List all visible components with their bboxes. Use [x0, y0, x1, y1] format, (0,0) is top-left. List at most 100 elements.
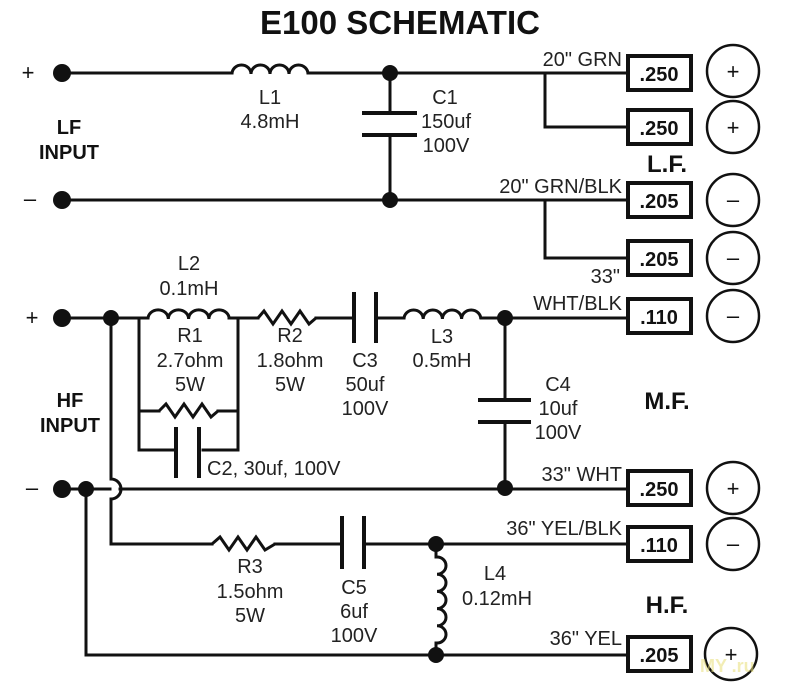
hf-section: R3 1.5ohm 5W C5 6uf 100V L4 0.12mH H.F.	[84, 487, 689, 663]
wire-crossover-hop	[109, 316, 214, 546]
lf-minus-branch	[543, 198, 629, 260]
terminal-size: .205	[640, 645, 679, 667]
polarity-sign: –	[727, 187, 740, 212]
polarity-plus-icon	[703, 626, 759, 682]
terminal-size: .205	[640, 249, 679, 271]
polarity-sign: +	[727, 115, 740, 140]
hf-section-label: H.F.	[646, 592, 689, 619]
c2-label: C2, 30uf, 100V	[207, 458, 341, 480]
terminal-box	[626, 181, 693, 219]
mf-section: + – HF INPUT L2 0.1mH R1 2.7ohm 5W C2, 3…	[26, 253, 690, 546]
polarity-sign: +	[725, 642, 738, 667]
l2-value: 0.1mH	[160, 278, 219, 300]
l4-top-node	[428, 536, 444, 552]
c4-rating: 100V	[535, 422, 582, 444]
r2-rating: 5W	[275, 374, 305, 396]
mf-section-label: M.F.	[644, 388, 689, 415]
l4-bottom-node	[428, 647, 444, 663]
output-terminals: 20" GRN .250 + .250 + 20" GRN/BLK .205 –…	[499, 43, 761, 682]
terminal-box	[626, 525, 693, 563]
terminal-box	[626, 108, 693, 146]
watermark: MY .ru	[700, 656, 755, 676]
l4-inductor-icon	[436, 555, 448, 645]
r1-resistor-icon	[157, 401, 219, 420]
terminal-box	[626, 469, 693, 507]
c2-capacitor-icon	[174, 427, 201, 478]
r3-resistor-icon	[211, 534, 276, 553]
l2-name: L2	[178, 253, 200, 275]
page-title: E100 SCHEMATIC	[260, 4, 540, 41]
l3-value: 0.5mH	[413, 350, 472, 372]
r1-value: 2.7ohm	[157, 350, 224, 372]
lf-input-label-1: LF	[57, 117, 81, 139]
c3-value: 50uf	[346, 374, 385, 396]
c3-name: C3	[352, 350, 378, 372]
terminal-size: .250	[640, 64, 679, 86]
c1-value: 150uf	[421, 111, 471, 133]
polarity-minus-icon	[705, 230, 761, 286]
lf-plus-sign: +	[22, 60, 35, 85]
polarity-minus-icon	[705, 172, 761, 228]
hf-return-wire	[84, 487, 629, 657]
l3-inductor-icon	[402, 308, 483, 320]
l1-inductor-icon	[230, 63, 310, 75]
polarity-sign: –	[727, 303, 740, 328]
l1-value: 4.8mH	[241, 111, 300, 133]
hf-input-label-2: INPUT	[40, 415, 100, 437]
c4-capacitor-icon	[478, 398, 531, 424]
hf-input-label-1: HF	[57, 390, 84, 412]
l4-value: 0.12mH	[462, 588, 532, 610]
hf-minus-input-terminal	[53, 480, 71, 498]
terminal-size: .205	[640, 191, 679, 213]
l2-network-frame	[137, 316, 240, 452]
c5-name: C5	[341, 577, 367, 599]
lf-input-label-2: INPUT	[39, 142, 99, 164]
wire-label: 36" YEL/BLK	[506, 518, 622, 540]
polarity-sign: –	[727, 245, 740, 270]
l3-name: L3	[431, 326, 453, 348]
r3-rating: 5W	[235, 605, 265, 627]
terminal-size: .250	[640, 479, 679, 501]
c5-value: 6uf	[340, 601, 368, 623]
lf-minus-input-terminal	[53, 191, 71, 209]
wire-label-length: 33"	[591, 266, 620, 288]
hf-minus-sign: –	[26, 475, 39, 500]
r2-resistor-icon	[256, 308, 317, 327]
polarity-sign: +	[727, 59, 740, 84]
hf-plus-input-terminal	[53, 309, 71, 327]
l1-name: L1	[259, 87, 281, 109]
polarity-minus-icon	[705, 288, 761, 344]
wire-label: 36" YEL	[550, 628, 622, 650]
hf-plus-split-node	[103, 310, 119, 326]
polarity-sign: –	[727, 531, 740, 556]
c1-bottom-node	[382, 192, 398, 208]
polarity-plus-icon	[705, 460, 761, 516]
lf-section: + – LF INPUT L1 4.8mH C1 150uf 100V L.F.	[22, 60, 687, 260]
terminal-size: .110	[640, 307, 678, 329]
polarity-sign: +	[727, 476, 740, 501]
l4-name: L4	[484, 563, 506, 585]
terminal-box	[626, 297, 693, 335]
c1-rating: 100V	[423, 135, 470, 157]
r2-name: R2	[277, 325, 303, 347]
l3-output-node	[497, 310, 513, 326]
l2-inductor-icon	[146, 308, 231, 320]
polarity-plus-icon	[705, 99, 761, 155]
wire-label: WHT/BLK	[533, 293, 623, 315]
c4-value: 10uf	[539, 398, 578, 420]
r3-value: 1.5ohm	[217, 581, 284, 603]
r2-value: 1.8ohm	[257, 350, 324, 372]
c5-capacitor-icon	[340, 516, 366, 569]
terminal-size: .110	[640, 535, 678, 557]
wire-label: 33" WHT	[542, 464, 622, 486]
c1-name: C1	[432, 87, 458, 109]
wire-label: 20" GRN	[543, 49, 622, 71]
c3-rating: 100V	[342, 398, 389, 420]
c4-name: C4	[545, 374, 571, 396]
polarity-plus-icon	[705, 43, 761, 99]
c1-top-node	[382, 65, 398, 81]
r1-name: R1	[177, 325, 203, 347]
c5-rating: 100V	[331, 625, 378, 647]
terminal-box	[626, 54, 693, 92]
